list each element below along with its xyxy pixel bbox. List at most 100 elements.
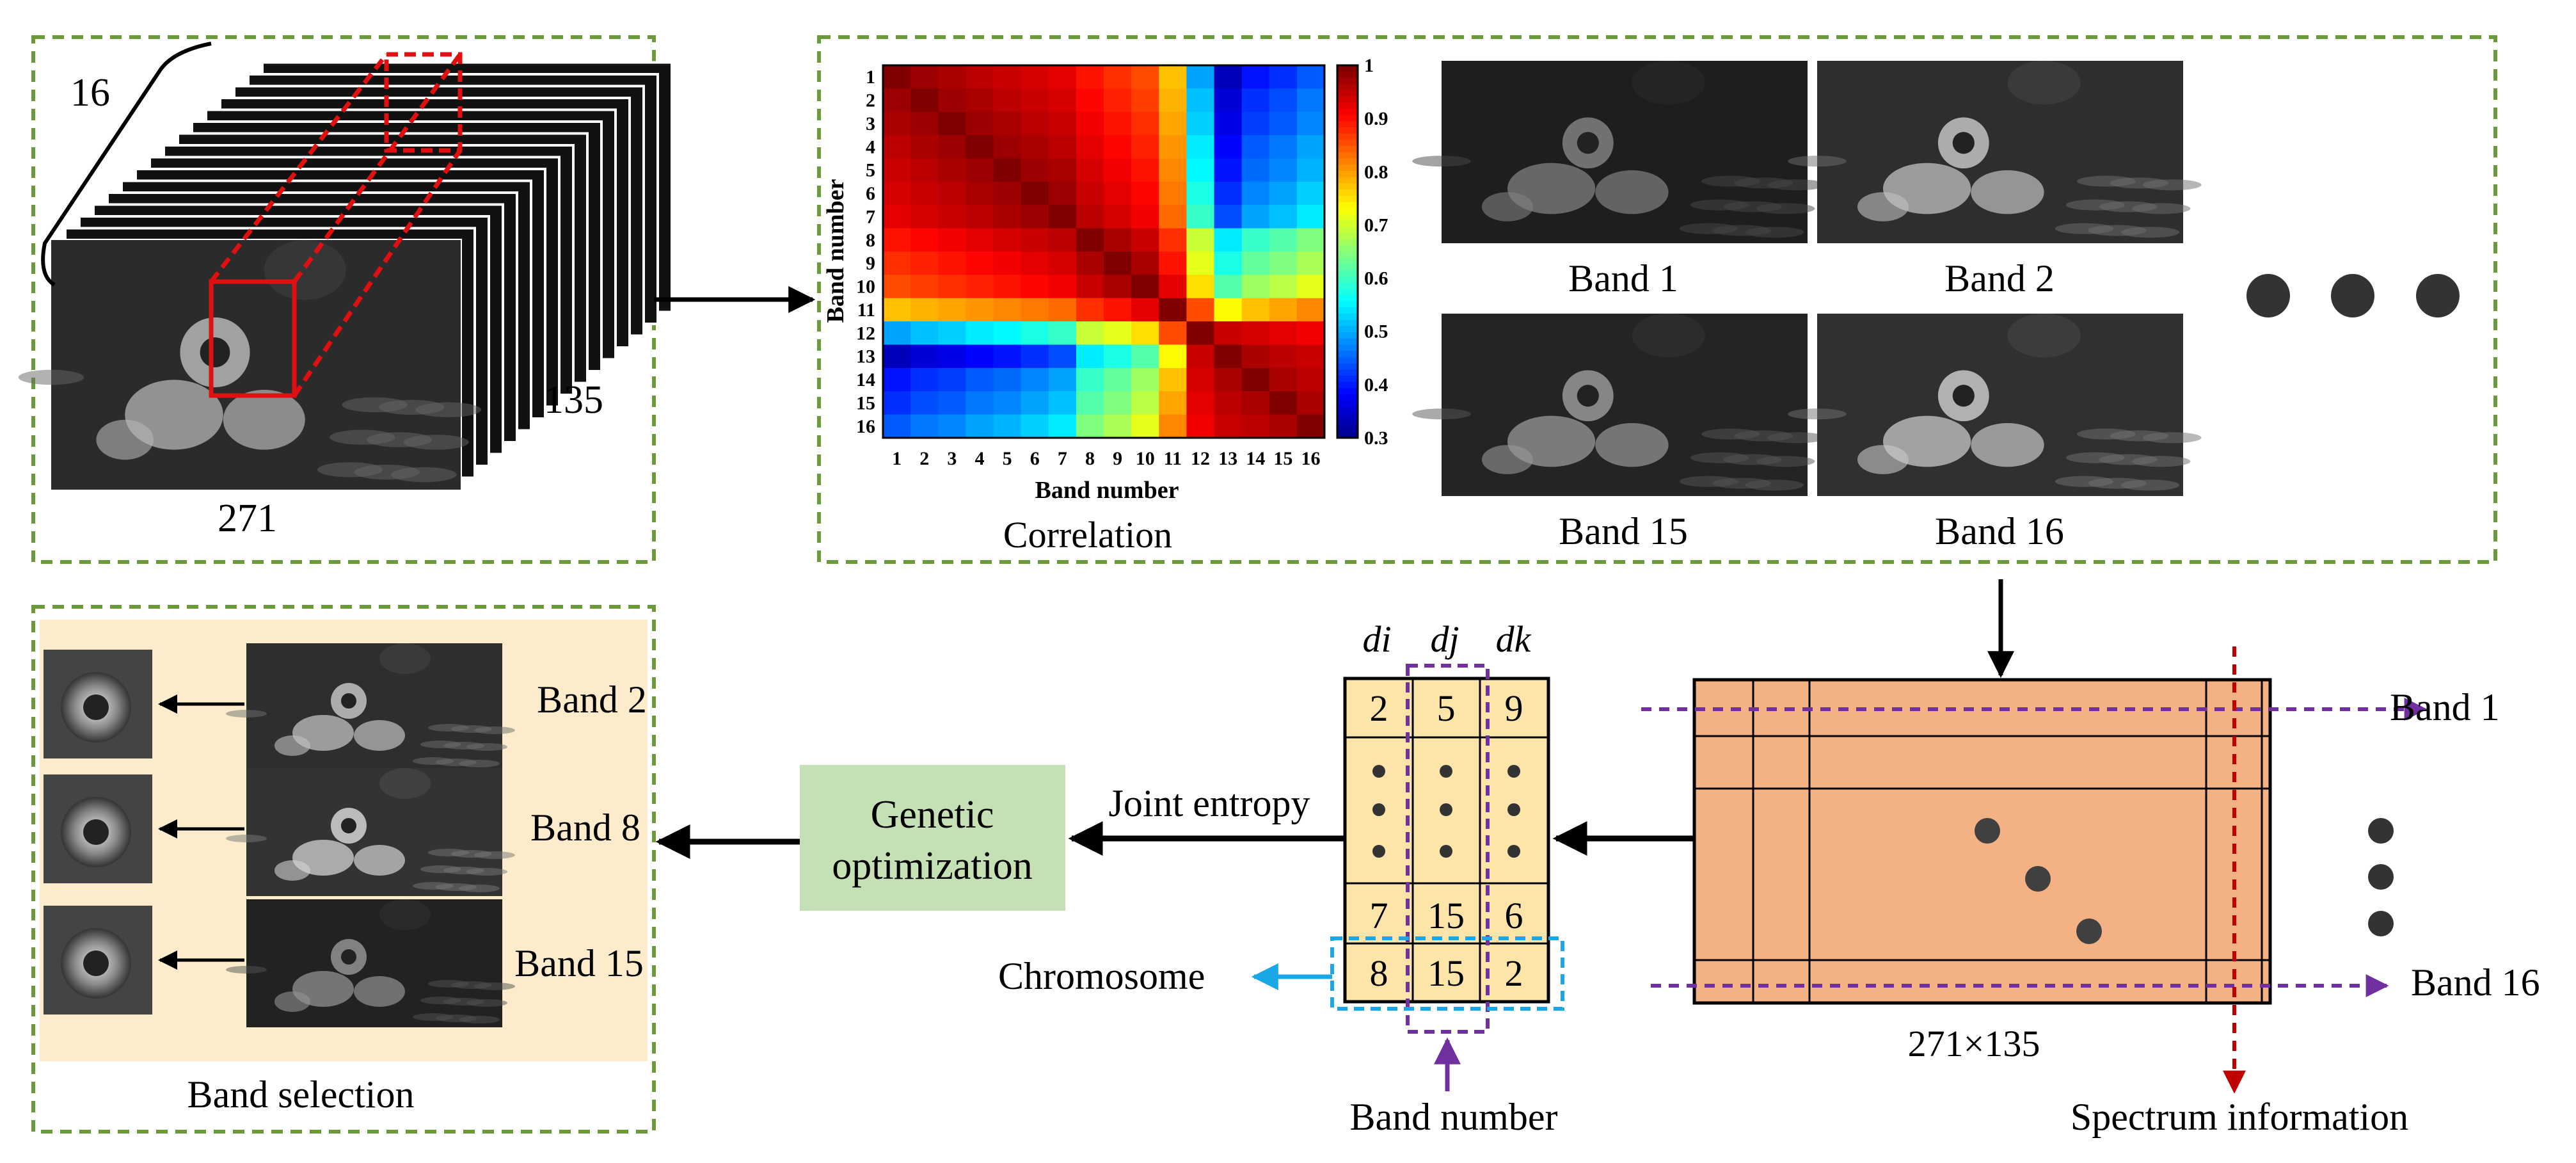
heatmap-x-tick: 11: [1164, 448, 1182, 469]
heatmap-cell: [883, 65, 911, 89]
colorbar-tick: 1: [1364, 55, 1374, 76]
heatmap-cell: [993, 344, 1022, 369]
heatmap-y-tick: 13: [856, 346, 875, 367]
photo-texture: [330, 429, 395, 445]
heatmap-cell: [938, 158, 966, 182]
photo-toy: [1857, 192, 1909, 221]
heatmap-x-tick: 6: [1030, 448, 1040, 469]
heatmap-cell: [993, 111, 1022, 136]
band-selection-panel: [31, 605, 656, 1134]
heatmap-cell: [966, 252, 994, 275]
heatmap-x-tick: 4: [974, 448, 984, 469]
heatmap-cell: [910, 252, 939, 275]
heatmap-cell: [1241, 88, 1270, 113]
heatmap-cell: [966, 158, 994, 182]
photo-toy-eye: [341, 693, 356, 709]
photo-shoe: [1632, 61, 1705, 105]
heatmap-cell: [1269, 205, 1298, 229]
heatmap-x-tick: 12: [1191, 448, 1210, 469]
heatmap-y-tick: 1: [866, 67, 875, 88]
heatmap-cell: [1214, 275, 1243, 299]
heatmap-cell: [993, 135, 1022, 159]
heatmap-cell: [1269, 111, 1298, 136]
heatmap-cell: [1186, 228, 1215, 252]
heatmap-cell: [1159, 252, 1187, 275]
photo-texture: [2065, 199, 2125, 211]
heatmap-cell: [1076, 344, 1104, 369]
photo-toy: [274, 735, 310, 756]
heatmap-cell: [910, 321, 939, 346]
heatmap-cell: [1269, 65, 1298, 89]
heatmap-cell: [1076, 158, 1104, 182]
colorbar-segment: [1337, 208, 1358, 215]
colorbar-segment: [1337, 245, 1358, 252]
colorbar-segment: [1337, 202, 1358, 209]
heatmap-cell: [1186, 275, 1215, 299]
selected-band-crop: [44, 906, 152, 1015]
heatmap-cell: [1048, 414, 1077, 438]
photo-toy-eye: [1952, 132, 1975, 154]
depth-brace: [41, 42, 212, 287]
heatmap-cell: [1159, 158, 1187, 182]
heatmap-cell: [1186, 344, 1215, 369]
heatmap-cell: [966, 367, 994, 392]
colorbar-segment: [1337, 314, 1358, 321]
heatmap-cell: [1048, 252, 1077, 275]
heatmap-y-tick: 2: [866, 90, 875, 111]
heatmap-cell: [1131, 88, 1159, 113]
heatmap-cell: [993, 158, 1022, 182]
crop-toy-eye: [83, 694, 109, 720]
heatmap-cell: [1048, 321, 1077, 346]
photo-toy: [223, 390, 305, 450]
heatmap-cell: [1296, 321, 1325, 346]
heatmap-cell: [966, 181, 994, 205]
photo-texture: [413, 757, 454, 765]
heatmap-x-tick: 13: [1218, 448, 1237, 469]
colorbar-segment: [1337, 376, 1358, 383]
colorbar-segment: [1337, 425, 1358, 432]
heatmap-cell: [1214, 321, 1243, 346]
colorbar-tick: 0.6: [1364, 268, 1388, 289]
photo-texture: [420, 741, 461, 748]
heatmap-cell: [883, 158, 911, 182]
colorbar-segment: [1337, 183, 1358, 190]
chromosome-matrix: [1343, 677, 1550, 1004]
heatmap-cell: [1269, 391, 1298, 415]
heatmap-cell: [1104, 252, 1132, 275]
photo-toy-eye: [1577, 132, 1599, 154]
colorbar-tick: 0.7: [1364, 214, 1388, 236]
heatmap-cell: [1186, 135, 1215, 159]
heatmap-y-tick: 14: [856, 369, 875, 390]
heatmap-cell: [1131, 158, 1159, 182]
heatmap-cell: [1296, 344, 1325, 369]
vertical-ellipsis-dot: [2368, 818, 2394, 844]
heatmap-cell: [1159, 367, 1187, 392]
colorbar-segment: [1337, 431, 1358, 438]
heatmap-cell: [1241, 414, 1270, 438]
genetic-optimization-box: [800, 765, 1065, 911]
heatmap-cell: [1186, 111, 1215, 136]
photo-texture: [428, 724, 469, 732]
heatmap-y-tick: 16: [856, 416, 875, 437]
photo-toy-eye: [200, 337, 230, 367]
photo-texture: [1412, 408, 1471, 420]
heatmap-cell: [1131, 321, 1159, 346]
heatmap-cell: [1296, 158, 1325, 182]
heatmap-cell: [910, 65, 939, 89]
photo-toy: [96, 419, 154, 460]
colorbar-segment: [1337, 413, 1358, 420]
heatmap-cell: [1131, 228, 1159, 252]
photo-texture: [1679, 223, 1738, 234]
colorbar-segment: [1337, 71, 1358, 78]
heatmap-cell: [1021, 205, 1049, 229]
heatmap-cell: [1296, 135, 1325, 159]
heatmap-cell: [1048, 88, 1077, 113]
heatmap-cell: [883, 321, 911, 346]
colorbar-segment: [1337, 195, 1358, 202]
colorbar-segment: [1337, 84, 1358, 91]
heatmap-cell: [1159, 181, 1187, 205]
photo-texture: [1679, 476, 1738, 487]
photo-toy: [274, 991, 310, 1012]
heatmap-cell: [1076, 135, 1104, 159]
colorbar-segment: [1337, 189, 1358, 197]
